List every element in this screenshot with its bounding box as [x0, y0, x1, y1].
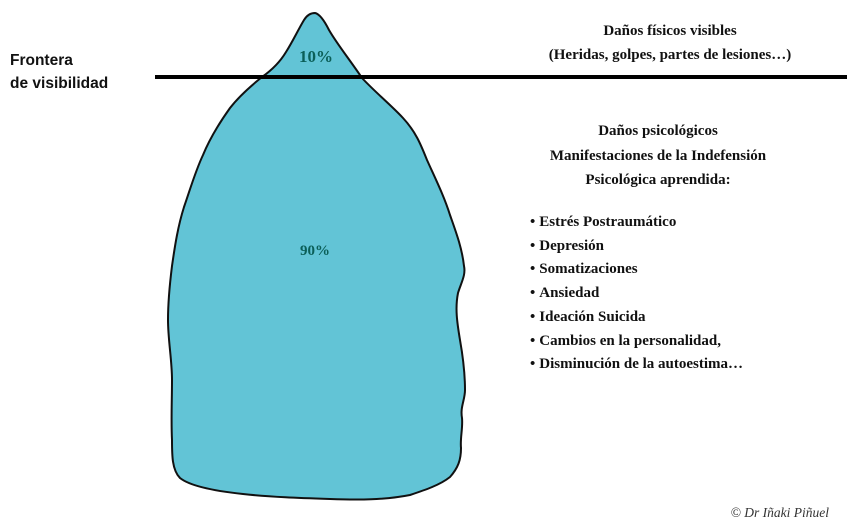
bullet-icon: •	[530, 356, 536, 373]
list-item: •Estrés Postraumático	[530, 214, 677, 230]
list-item: •Ideación Suicida	[530, 308, 646, 325]
list-item: •Depresión	[530, 237, 604, 254]
bullet-icon: •	[530, 237, 536, 254]
psych-effects-list: •Estrés Postraumático •Depresión •Somati…	[530, 211, 743, 377]
list-item: •Cambios en la personalidad,	[530, 332, 721, 349]
frontier-label-line1: Frontera	[10, 52, 73, 69]
bullet-icon: •	[530, 285, 536, 302]
physical-damage-title: Daños físicos visibles	[603, 23, 737, 39]
copyright-notice: © Dr Iñaki Piñuel	[730, 505, 829, 520]
iceberg-shape	[166, 11, 467, 501]
bullet-icon: •	[530, 332, 536, 349]
bullet-icon: •	[530, 308, 536, 325]
psych-damage-line3: Psicológica aprendida:	[585, 172, 731, 188]
bullet-icon: •	[530, 261, 536, 278]
list-item: •Somatizaciones	[530, 261, 638, 278]
body-percent-label: 90%	[300, 243, 330, 259]
bullet-icon: •	[530, 214, 536, 230]
psych-damage-line2: Manifestaciones de la Indefensión	[549, 148, 767, 164]
list-item: •Ansiedad	[530, 285, 600, 302]
tip-percent-label: 10%	[299, 47, 333, 66]
list-item: •Disminución de la autoestima…	[530, 356, 744, 373]
psych-damage-title: Daños psicológicos	[598, 123, 718, 139]
frontier-label-line2: de visibilidad	[10, 75, 109, 92]
physical-damage-subtitle: (Heridas, golpes, partes de lesiones…)	[548, 47, 792, 63]
